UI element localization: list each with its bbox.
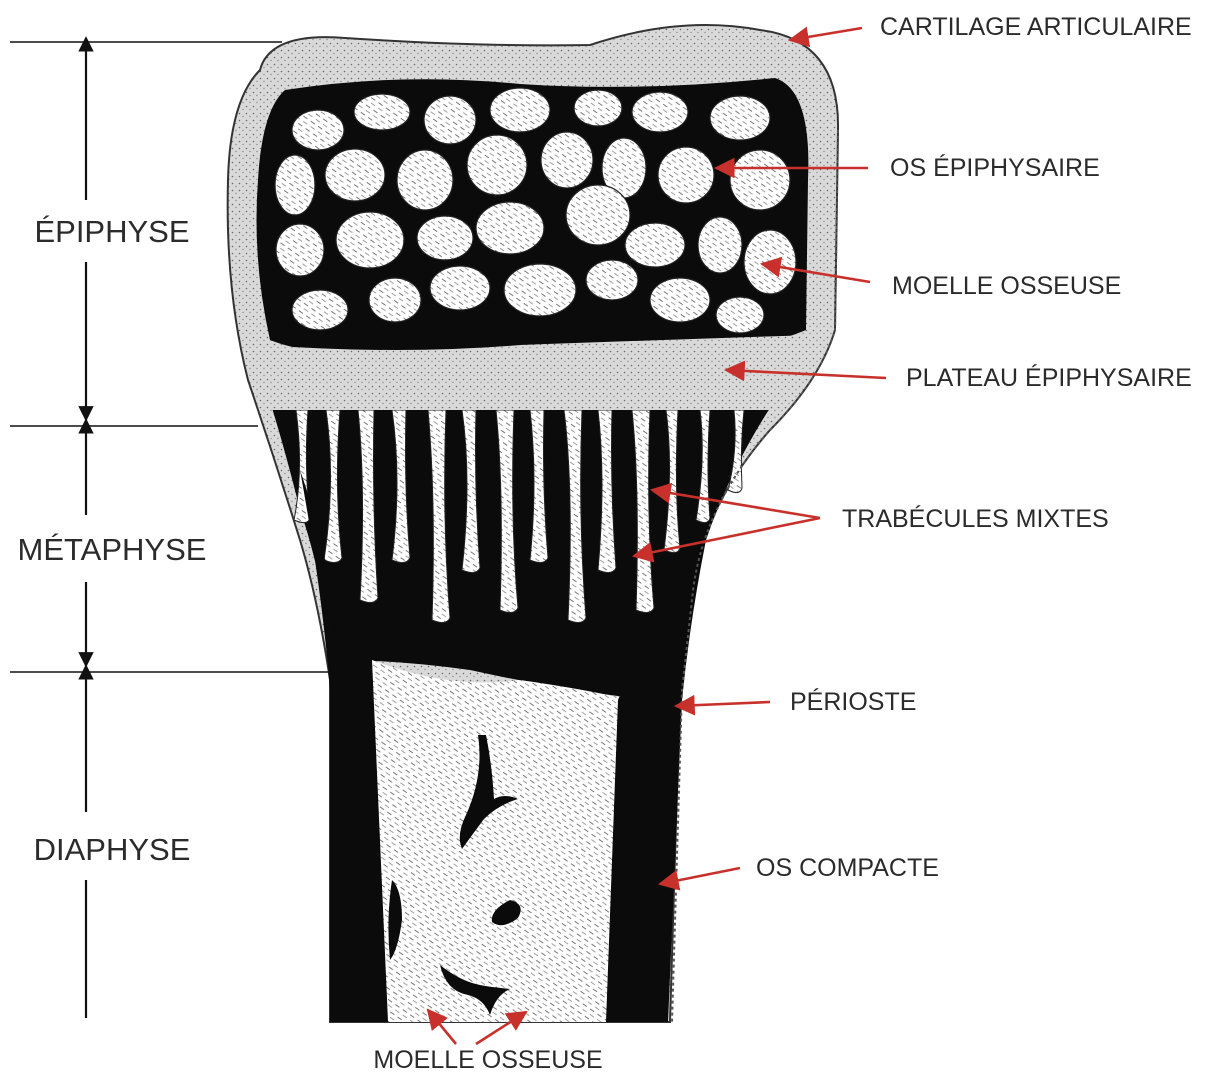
label-epiphyseal-plate: PLATEAU ÉPIPHYSAIRE [906, 363, 1192, 392]
callout-arrow-articular-cartilage [790, 28, 862, 40]
region-label-metaphysis: MÉTAPHYSE [18, 532, 207, 567]
label-compact-bone: OS COMPACTE [756, 854, 939, 882]
label-epiphyseal-bone: OS ÉPIPHYSAIRE [890, 153, 1100, 182]
medullary-cavity [372, 660, 630, 1022]
label-mixed-trabeculae: TRABÉCULES MIXTES [842, 504, 1109, 533]
label-bone-marrow-upper: MOELLE OSSEUSE [892, 272, 1121, 300]
label-periosteum: PÉRIOSTE [790, 687, 916, 716]
label-bone-marrow-lower: MOELLE OSSEUSE [373, 1046, 602, 1073]
metaphysis-region [272, 408, 770, 700]
label-articular-cartilage: CARTILAGE ARTICULAIRE [880, 13, 1192, 41]
region-label-diaphysis: DIAPHYSE [34, 832, 191, 867]
callout-arrow-periosteum [676, 702, 770, 706]
region-label-epiphysis: ÉPIPHYSE [34, 214, 189, 249]
